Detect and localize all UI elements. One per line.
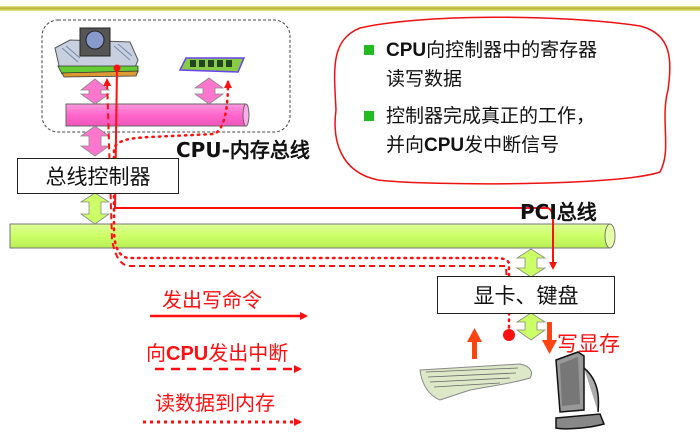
write-command-path <box>113 66 557 270</box>
cpu-to-bus-arrow <box>79 78 111 105</box>
legend-interrupt-bold: CPU <box>166 343 209 365</box>
keyboard-icon <box>419 363 533 401</box>
note-1-text: 向控制器中的寄存器 <box>426 39 598 61</box>
monitor-icon <box>555 351 606 430</box>
bullet-icon <box>364 111 374 121</box>
cpu-module-icon <box>54 27 139 78</box>
keyboard-input-arrow <box>467 328 482 359</box>
note-item-2: 控制器完成真正的工作， 并向CPU发中断信号 <box>362 102 662 160</box>
pci-bus-label: PCI总线 <box>520 200 597 224</box>
ram-module-icon <box>178 57 246 73</box>
note-2-pre: 并向 <box>386 134 425 156</box>
note-1-bold: CPU <box>386 40 427 61</box>
pci-to-device-arrow <box>515 248 547 278</box>
write-vram-label: 写显存 <box>557 332 620 356</box>
pci-bus <box>9 223 616 249</box>
legend-read-data-label: 读数据到内存 <box>155 391 275 415</box>
legend-interrupt-post: 发出中断 <box>208 341 289 365</box>
cpu-memory-bus-label: CPU-内存总线 <box>176 138 310 162</box>
controller-to-pci-arrow <box>79 192 111 225</box>
device-to-monitor-arrow <box>515 312 547 341</box>
note-2-bold: CPU <box>424 135 465 156</box>
notes-list: CPU向控制器中的寄存器 读写数据 控制器完成真正的工作， 并向CPU发中断信号 <box>362 36 662 168</box>
note-item-1: CPU向控制器中的寄存器 读写数据 <box>362 36 662 94</box>
device-controller-label: 显卡、键盘 <box>473 284 579 308</box>
bus-controller-box: 总线控制器 <box>17 158 179 194</box>
read-data-origin-dot <box>503 329 515 341</box>
memory-to-bus-arrow <box>193 77 225 105</box>
notes-outline <box>333 16 671 185</box>
cpu-memory-bus <box>65 103 250 127</box>
write-vram-arrow <box>542 322 557 354</box>
note-2-post: 发中断信号 <box>464 134 560 156</box>
legend-write-command-label: 发出写命令 <box>162 288 262 312</box>
write-command-origin-dot <box>113 64 121 72</box>
top-rule <box>0 6 700 11</box>
bullet-icon <box>364 45 374 55</box>
bus-to-controller-arrow <box>79 125 111 157</box>
note-2-text: 控制器完成真正的工作， <box>386 105 596 127</box>
legend-interrupt-label: 向CPU发出中断 <box>146 337 288 366</box>
interrupt-path <box>103 78 509 306</box>
bus-controller-label: 总线控制器 <box>45 165 151 189</box>
read-data-path <box>112 80 511 336</box>
note-1-text-line2: 读写数据 <box>386 68 463 90</box>
device-controller-box: 显卡、键盘 <box>437 276 615 314</box>
legend-interrupt-pre: 向 <box>146 341 166 365</box>
cpu-memory-group-border <box>41 19 291 133</box>
